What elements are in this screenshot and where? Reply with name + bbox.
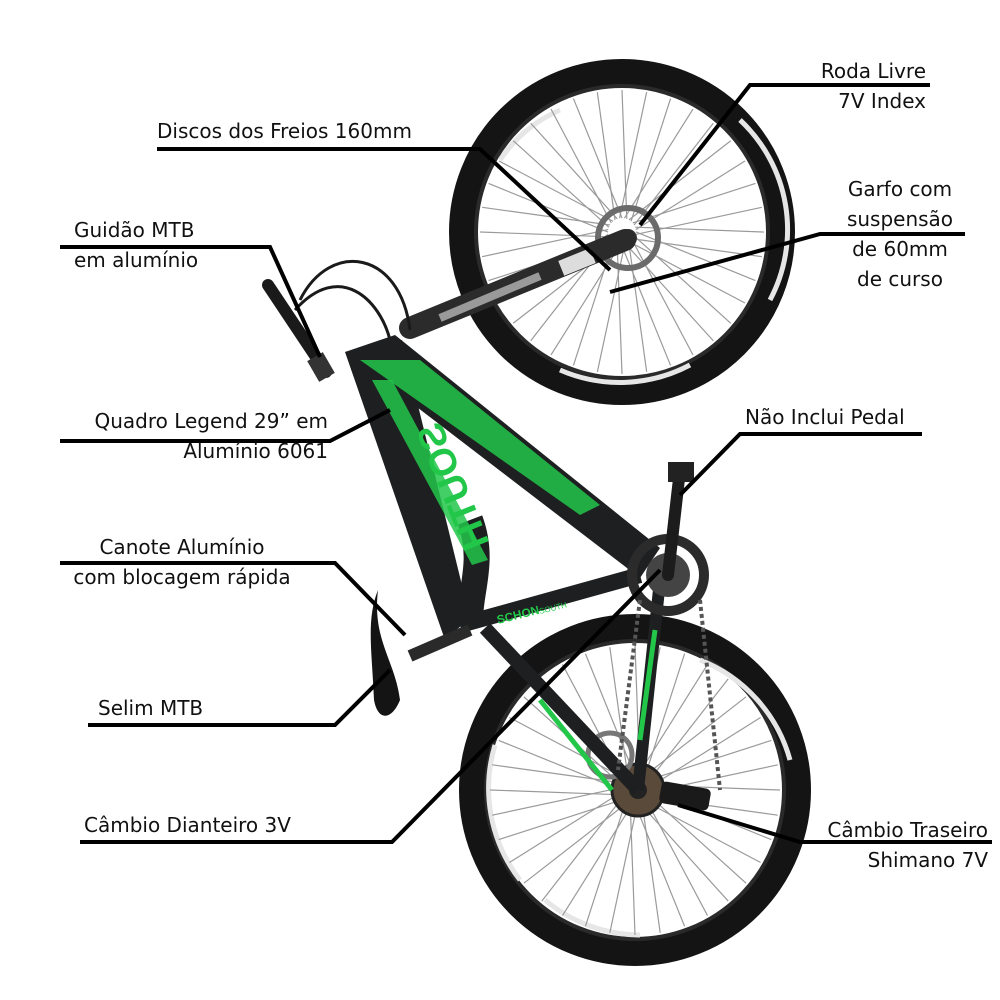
bike-frame: SOUTH SCHON SOUTH: [345, 335, 666, 795]
suspension-fork: [399, 229, 636, 339]
front-spoke: [479, 231, 609, 238]
crankset: [616, 462, 722, 791]
rear-spoke: [643, 653, 686, 780]
callout-canote-line2: com blocagem rápida: [73, 565, 291, 589]
callout-quadro-line2: Alumínio 6061: [183, 439, 328, 463]
rear-spoke: [561, 803, 634, 916]
callout-garfo-line3: de 60mm: [852, 237, 948, 261]
callout-roda-livre: Roda Livre 7V Index: [790, 56, 926, 116]
front-spoke: [626, 244, 714, 342]
callout-cambio-dianteiro: Câmbio Dianteiro 3V: [84, 810, 291, 840]
front-spoke: [596, 92, 616, 220]
front-spoke: [632, 240, 694, 356]
callout-garfo-line1: Garfo com: [847, 177, 953, 201]
handlebar: [262, 260, 412, 382]
rear-spoke: [492, 786, 622, 816]
callout-cambio-traseiro: Câmbio Traseiro Shimano 7V: [790, 815, 988, 875]
rear-spoke: [609, 803, 639, 933]
front-spoke: [621, 89, 628, 219]
front-spoke: [623, 108, 694, 219]
rear-spoke: [498, 798, 625, 841]
rear-spoke: [498, 739, 622, 791]
rear-spoke: [629, 803, 636, 936]
rear-spoke: [641, 696, 747, 779]
rear-spoke: [646, 678, 729, 784]
rear-spoke: [584, 653, 636, 777]
front-wheel: [449, 59, 795, 405]
callout-selim-line1: Selim MTB: [98, 696, 204, 720]
front-spoke: [530, 122, 618, 220]
rear-spoke: [636, 664, 709, 777]
callout-roda-livre-line2: 7V Index: [838, 89, 926, 113]
front-spoke: [550, 108, 612, 224]
callout-guidao-line2: em alumínio: [74, 248, 199, 272]
callout-garfo-line4: de curso: [857, 267, 943, 291]
callout-discos-freios: Discos dos Freios 160mm: [157, 116, 412, 146]
rear-spoke: [634, 803, 686, 927]
front-spoke: [632, 182, 756, 224]
rear-spoke: [509, 791, 622, 864]
rear-spoke: [509, 716, 627, 780]
rear-spoke: [648, 716, 761, 789]
front-spoke: [512, 140, 610, 228]
front-spoke: [482, 228, 609, 258]
rear-spoke: [584, 800, 627, 927]
callout-quadro-line1: Quadro Legend 29” em: [94, 409, 328, 433]
callout-roda-livre-line1: Roda Livre: [820, 59, 926, 83]
rear-spoke: [489, 789, 622, 796]
rear-spoke: [643, 800, 761, 864]
rear-brake-disc: [585, 730, 635, 780]
front-spoke: [630, 98, 672, 222]
front-spoke: [634, 236, 732, 324]
callout-guidao-line1: Guidão MTB: [74, 218, 195, 242]
rear-spoke: [645, 798, 709, 916]
front-spoke: [628, 140, 732, 221]
front-spoke: [498, 160, 614, 222]
front-spoke: [572, 98, 623, 219]
callout-canote: Canote Alumínio com blocagem rápida: [62, 532, 302, 592]
rear-spoke: [523, 801, 629, 884]
callout-cambio-traseiro-line2: Shimano 7V: [867, 848, 988, 872]
callout-cambio-traseiro-line1: Câmbio Traseiro: [827, 818, 988, 842]
callout-canote-line1: Canote Alumínio: [99, 535, 265, 559]
callout-cambio-dianteiro-line1: Câmbio Dianteiro 3V: [84, 813, 291, 837]
front-spoke: [482, 206, 610, 226]
callout-nao-inclui-pedal: Não Inclui Pedal: [745, 402, 905, 432]
front-spoke: [630, 242, 746, 304]
rear-spoke: [647, 794, 747, 884]
front-spoke: [572, 242, 614, 366]
rear-spoke: [541, 796, 624, 902]
rear-spoke: [639, 802, 729, 902]
callout-discos-freios-line1: Discos dos Freios 160mm: [157, 119, 412, 143]
front-spoke: [618, 92, 648, 219]
callout-quadro: Quadro Legend 29” em Alumínio 6061: [60, 406, 328, 466]
front-spoke: [488, 182, 609, 233]
callout-lines: [60, 83, 992, 844]
callout-selim: Selim MTB: [98, 693, 203, 723]
rear-derailleur: [659, 781, 711, 811]
front-brake-disc: [595, 205, 661, 271]
callout-nao-inclui-pedal-line1: Não Inclui Pedal: [745, 405, 905, 429]
rear-spoke: [609, 647, 629, 778]
front-spoke: [633, 122, 714, 226]
callout-garfo-line2: suspensão: [846, 207, 954, 231]
rear-spoke: [641, 802, 661, 933]
rear-spoke: [645, 739, 772, 782]
callout-guidao: Guidão MTB em alumínio: [74, 215, 198, 275]
callout-garfo: Garfo com suspensão de 60mm de curso: [838, 174, 962, 294]
